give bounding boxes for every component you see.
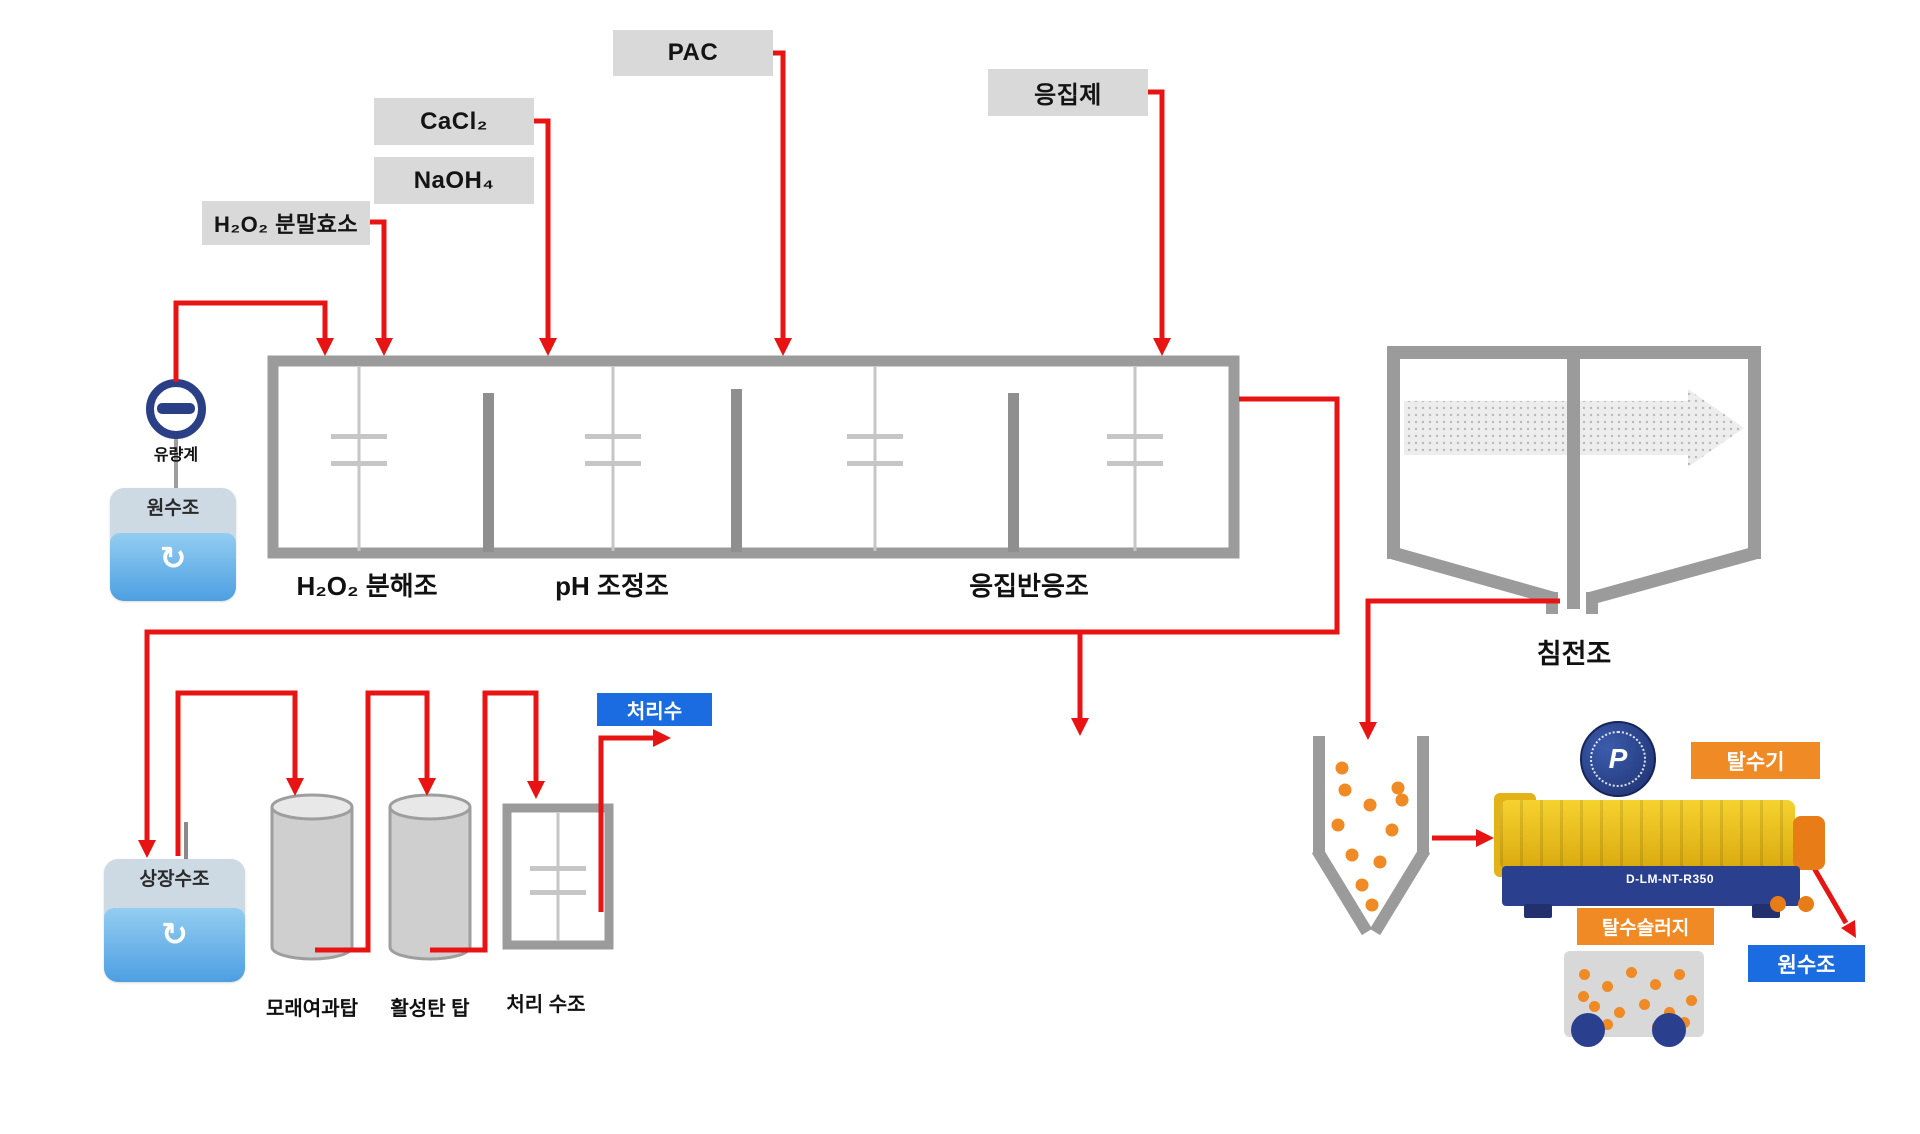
sedimentation-right-wall [1748, 346, 1761, 559]
pipe-pac [773, 50, 786, 339]
chem-label-pac: PAC [613, 30, 773, 76]
treated-water-tag: 처리수 [597, 693, 712, 726]
sand-filter-column [270, 793, 354, 961]
pipe-h2o2 [368, 219, 387, 339]
pipe-arrowheads [138, 338, 1856, 938]
sedimentation-left-wall [1387, 346, 1400, 559]
pipes [144, 50, 1849, 953]
supernatant-tank: ↻ 상장수조 [104, 859, 245, 982]
certification-seal-icon: P [1580, 721, 1656, 797]
raw-water-tank: ↻ 원수조 [110, 488, 236, 601]
reaction-tank [267, 355, 1240, 559]
zone-label-ph: pH 조정조 [555, 571, 669, 601]
machine-roller [1798, 896, 1814, 912]
water-fill [110, 533, 236, 601]
recycle-icon: ↻ [159, 540, 187, 577]
machine-discharge-cap [1793, 816, 1825, 870]
sedimentation-label: 침전조 [1536, 639, 1612, 669]
activated-carbon-column [388, 793, 472, 961]
pipe-sludge [1365, 598, 1560, 723]
pipe-main-return [144, 396, 1340, 841]
sand-filter-label: 모래여과탑 [266, 998, 358, 1020]
drum-ridges [1500, 800, 1795, 870]
water-fill [104, 908, 245, 982]
pipe-carbon-to-treated [430, 690, 539, 953]
machine-model-label: D-LM-NT-R350 [1625, 872, 1714, 886]
sedimentation-tank [1387, 346, 1761, 614]
pipe-treated-out [598, 735, 654, 912]
pipe-supernatant-out [175, 690, 298, 856]
reaction-tank-shell [267, 355, 1240, 559]
sludge-hopper [1311, 736, 1431, 936]
raw-water-tank-label: 원수조 [146, 498, 200, 519]
dewatered-sludge-tag: 탈수슬러지 [1577, 908, 1714, 945]
pipe-cacl2 [534, 118, 551, 339]
seal-ring [1590, 731, 1646, 787]
carbon-tower-label: 활성탄 탑 [390, 998, 470, 1020]
seal-letter: P [1608, 743, 1628, 774]
pipe-coagulant [1147, 89, 1165, 339]
dewaterer-tag: 탈수기 [1691, 742, 1820, 779]
sludge-particles [1331, 761, 1409, 912]
zone-label-h2o2: H₂O₂ 분해조 [296, 571, 438, 601]
sedimentation-center-shaft [1567, 346, 1580, 609]
pipe-inlet [173, 300, 328, 382]
zone-label-coagulation: 응집반응조 [969, 571, 1089, 601]
machine-base-frame [1502, 866, 1800, 906]
treated-water-tank [502, 803, 614, 950]
chem-label-cacl2: CaCl₂ [374, 98, 534, 145]
supernatant-tank-label: 상장수조 [139, 869, 210, 890]
chem-label-h2o2-enzyme: H₂O₂ 분말효소 [202, 201, 370, 245]
flow-meter [146, 379, 206, 492]
recycle-icon: ↻ [161, 916, 188, 953]
machine-roller [1770, 896, 1786, 912]
agitator-icons [357, 367, 1137, 551]
chem-label-coagulant: 응집제 [988, 69, 1148, 116]
machine-foot [1524, 904, 1552, 918]
baffle-walls [483, 389, 1019, 552]
cart-wheel [1571, 1013, 1605, 1047]
chem-label-naoh: NaOH₄ [374, 157, 534, 204]
treated-tank-label: 처리 수조 [506, 994, 586, 1016]
raw-water-return-tag: 원수조 [1748, 945, 1865, 982]
cart-wheel [1652, 1013, 1686, 1047]
pipe-sand-to-carbon [315, 690, 430, 953]
pipe-dewaterer-out [1811, 866, 1849, 925]
machine-drum [1500, 800, 1795, 870]
flow-meter-label: 유량계 [153, 447, 199, 464]
agitator-paddles [331, 434, 1163, 466]
